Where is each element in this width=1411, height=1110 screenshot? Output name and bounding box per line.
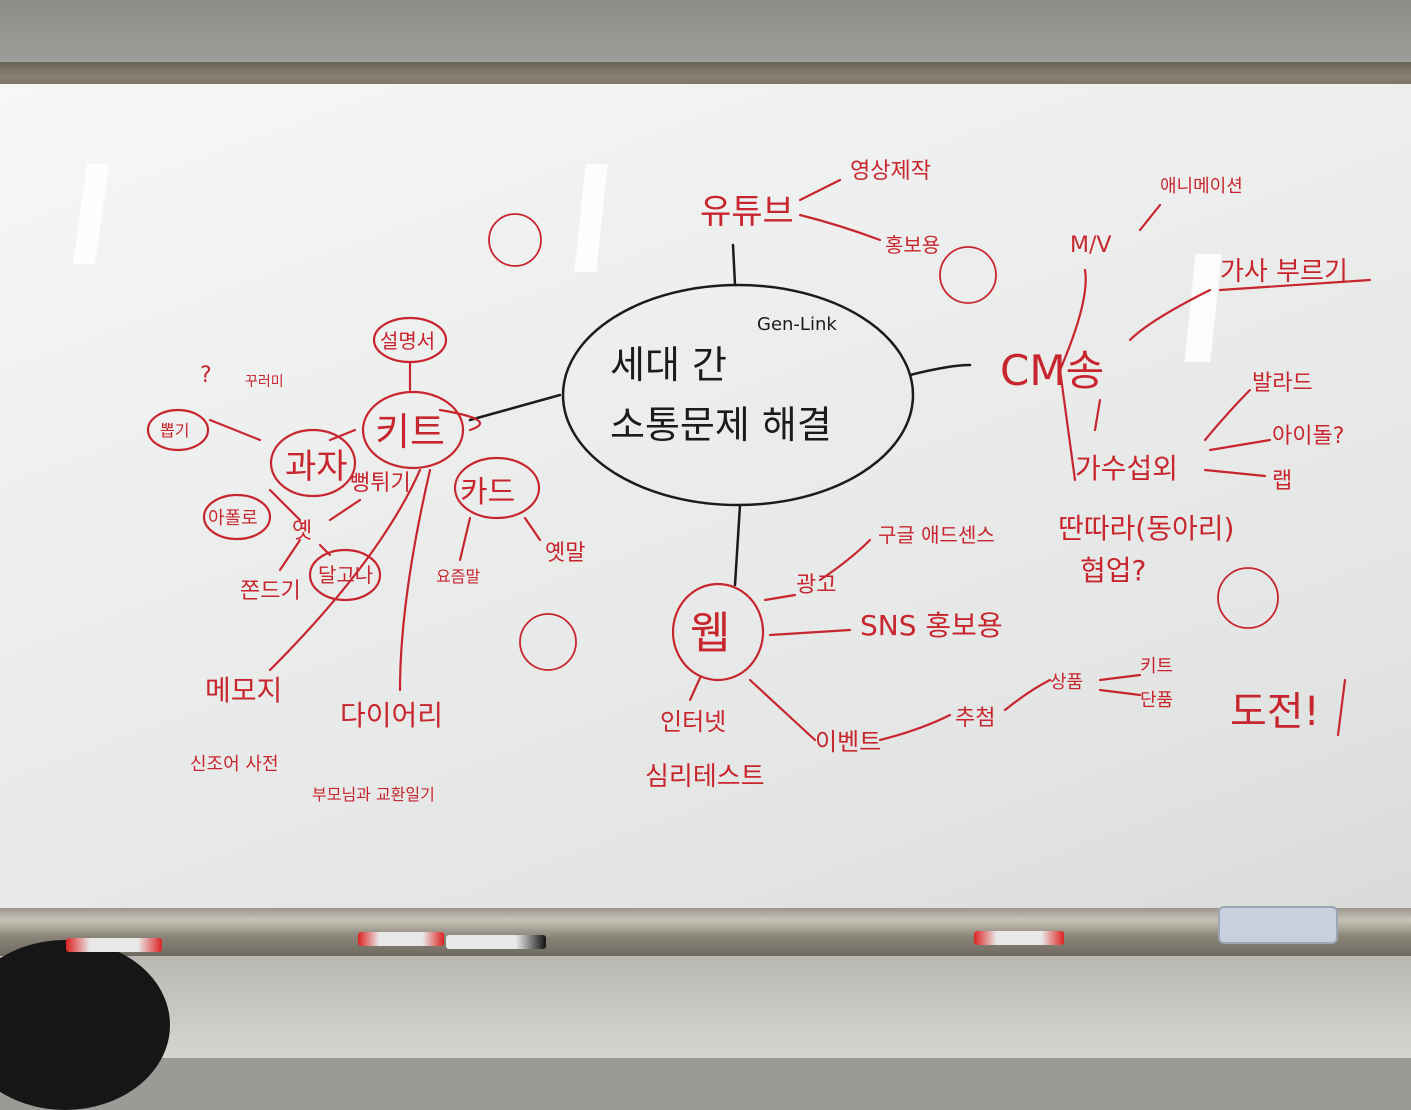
unknown-mark: ? <box>200 363 212 388</box>
snack-label: 과자 <box>285 447 348 487</box>
red-marker[interactable] <box>66 938 162 952</box>
draw-label: 추첨 <box>955 706 995 731</box>
center-line1: 세대 간 <box>610 343 727 387</box>
mv-item: 애니메이션 <box>1160 176 1243 197</box>
whiteboard-eraser[interactable] <box>1218 906 1338 944</box>
sing-label: 가사 부르기 <box>1220 257 1348 287</box>
event-label: 이벤트 <box>815 728 881 756</box>
doodle-face <box>488 213 1279 671</box>
kit-label: 키트 <box>375 410 445 454</box>
snack-item: 옛 <box>292 519 312 544</box>
snack-item: 아폴로 <box>208 508 258 529</box>
card-item: 옛말 <box>545 541 585 566</box>
black-marker[interactable] <box>446 935 546 949</box>
product-item: 키트 <box>1140 656 1173 677</box>
link-line <box>731 243 737 287</box>
youtube-label: 유튜브 <box>700 192 794 232</box>
diary-sub: 부모님과 교환일기 <box>312 785 435 804</box>
product-item: 단품 <box>1140 690 1173 711</box>
club-label: 딴따라(동아리) <box>1058 512 1234 545</box>
red-marker[interactable] <box>358 932 444 946</box>
link-line <box>733 503 742 587</box>
center-ellipse <box>561 283 915 507</box>
cm-song-label: CM송 <box>1000 346 1104 395</box>
mind-map-drawing: 세대 간 소통문제 해결 Gen-Link 유튜브 영상제작 홍보용 CM송 M… <box>146 159 1372 804</box>
memo-label: 메모지 <box>205 674 282 707</box>
genre-item: 발라드 <box>1252 371 1313 396</box>
misc-item: 꾸러미 <box>245 374 284 390</box>
adsense-label: 구글 애드센스 <box>878 523 995 547</box>
product-label: 상품 <box>1050 672 1083 693</box>
red-marker[interactable] <box>974 931 1064 945</box>
exclamation <box>1336 678 1347 737</box>
web-circle <box>671 582 765 682</box>
memo-sub: 신조어 사전 <box>190 754 279 775</box>
center-tag: Gen-Link <box>757 314 837 335</box>
misc-circle <box>146 408 210 452</box>
youtube-item: 홍보용 <box>885 233 940 257</box>
card-circle <box>453 456 541 520</box>
marker-tray <box>0 908 1411 956</box>
kit-circle <box>361 390 465 470</box>
manual-label: 설명서 <box>380 329 435 353</box>
genre-item: 랩 <box>1272 469 1292 494</box>
web-label: 웹 <box>690 608 730 659</box>
link-line <box>908 363 972 377</box>
mv-label: M/V <box>1070 233 1111 258</box>
challenge-label: 도전! <box>1230 689 1320 735</box>
apollo-circle <box>202 493 272 541</box>
internet-label: 인터넷 <box>660 708 726 736</box>
youtube-item: 영상제작 <box>850 159 931 184</box>
snack-circle <box>269 428 357 498</box>
link-line <box>468 393 562 422</box>
snack-item: 뻥튀기 <box>350 471 411 496</box>
card-label: 카드 <box>460 475 515 510</box>
whiteboard-surface <box>0 84 1411 916</box>
genres-label: 가수섭외 <box>1075 452 1178 485</box>
sns-label: SNS 홍보용 <box>860 609 1003 642</box>
ad-label: 광고 <box>796 573 836 598</box>
snack-item: 달고나 <box>318 563 373 587</box>
center-line2: 소통문제 해결 <box>610 403 832 447</box>
card-item: 요즘말 <box>436 567 480 586</box>
test-label: 심리테스트 <box>645 762 765 792</box>
misc-item: 뽑기 <box>160 421 189 440</box>
genre-item: 아이돌? <box>1272 424 1344 449</box>
floor <box>0 956 1411 1058</box>
dalgona-circle <box>308 548 382 602</box>
snack-item: 쫀드기 <box>240 579 301 604</box>
club-sub: 협업? <box>1080 554 1146 587</box>
diary-label: 다이어리 <box>340 699 443 732</box>
